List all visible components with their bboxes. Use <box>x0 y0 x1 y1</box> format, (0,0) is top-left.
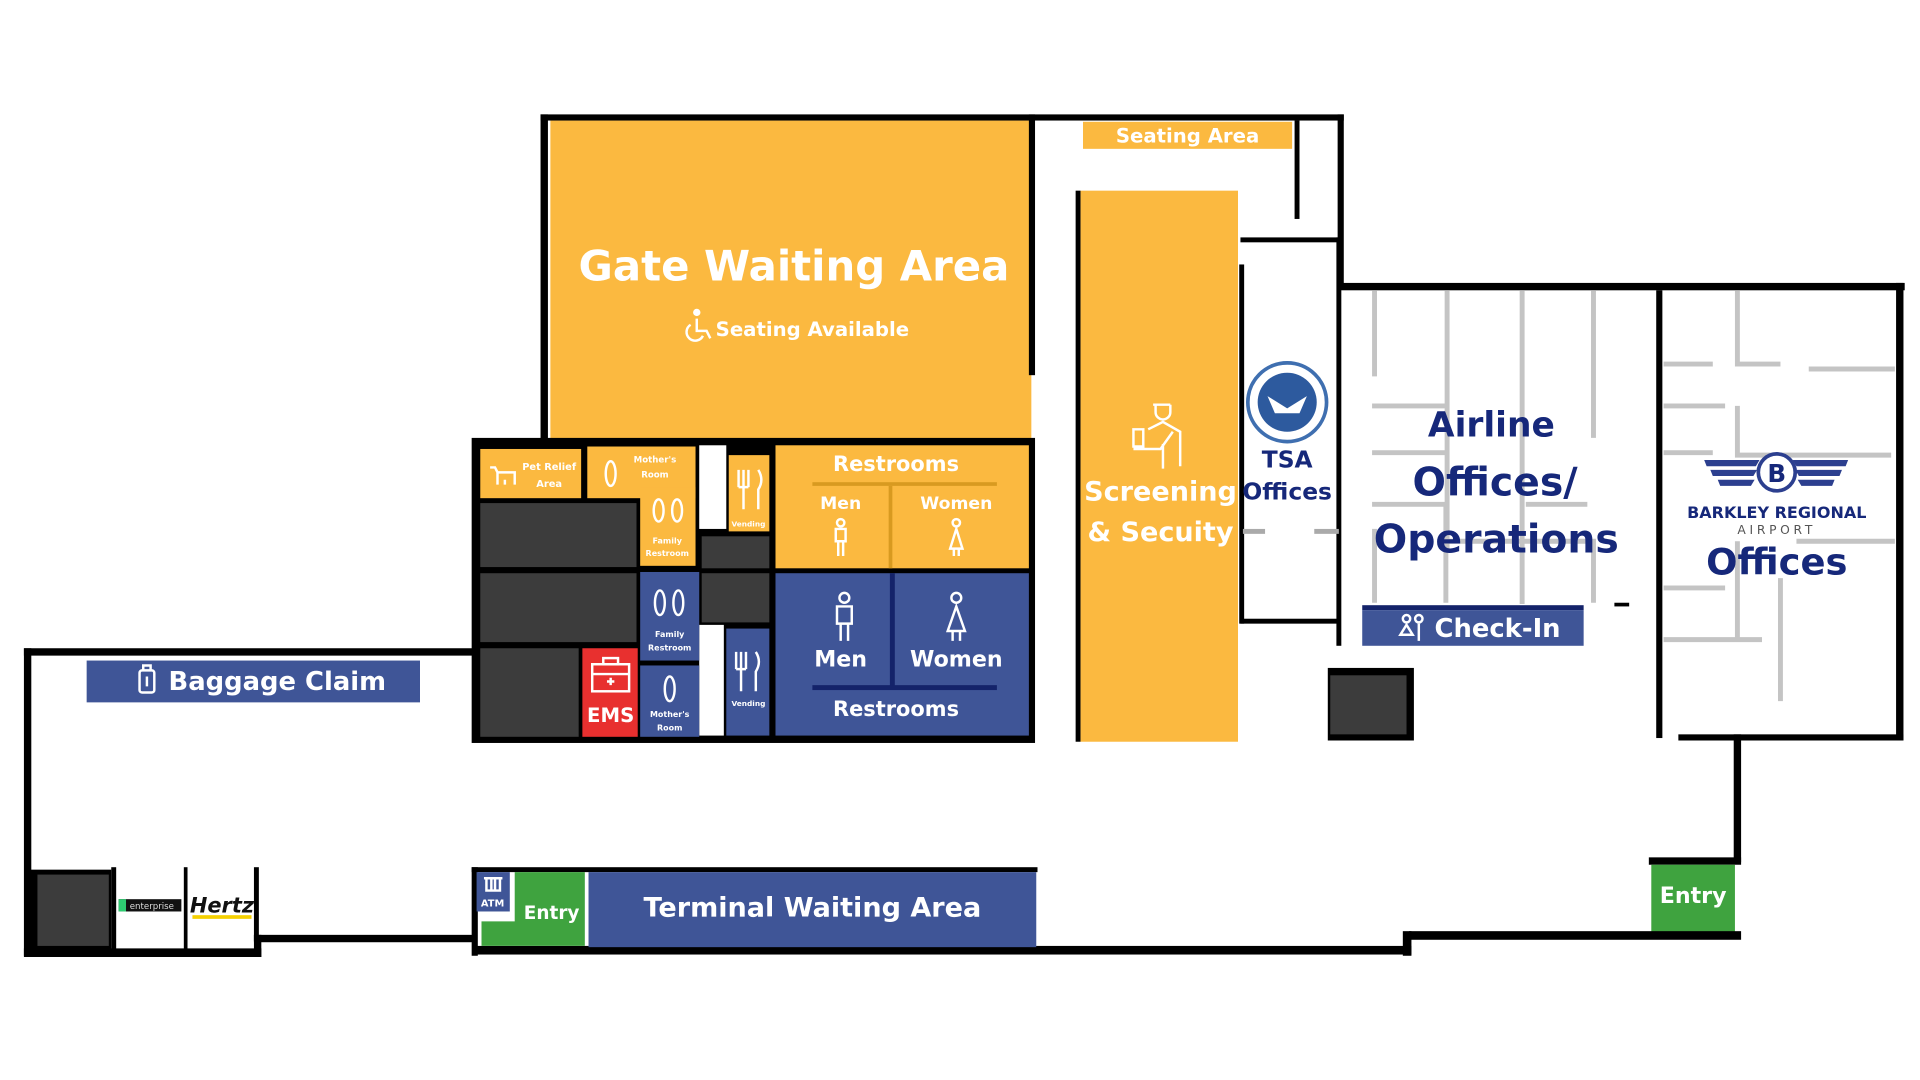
dog-icon <box>490 466 516 485</box>
mothers-room-bottom[interactable]: Mother's Room <box>640 665 700 737</box>
pet-relief-area[interactable]: Pet Relief Area <box>480 448 582 499</box>
restrooms-bottom-title: Restrooms <box>833 697 959 721</box>
family-restroom-bottom-line1: Family <box>655 630 685 639</box>
vending-bottom[interactable]: Vending <box>726 628 770 736</box>
tsa-offices[interactable]: TSA Offices <box>1239 237 1342 646</box>
rental-hertz[interactable]: Hertz <box>190 894 255 919</box>
storage-room <box>480 648 579 737</box>
screening-label-line2: & Secuity <box>1088 517 1234 548</box>
wheelchair-seat-icon <box>685 308 712 342</box>
vending-top[interactable]: Vending <box>728 455 770 532</box>
woman-icon <box>604 460 617 488</box>
vending-bottom-label: Vending <box>731 699 765 708</box>
man-icon <box>834 517 847 556</box>
people-icon <box>1398 613 1424 641</box>
ems-room[interactable]: EMS <box>582 648 638 737</box>
first-aid-kit-icon <box>590 656 631 693</box>
dhs-seal-icon <box>1245 361 1329 444</box>
entry-right[interactable]: Entry <box>1648 857 1742 933</box>
atm-icon <box>483 877 503 892</box>
entry-left[interactable]: Entry <box>481 872 585 946</box>
entry-right-label: Entry <box>1660 883 1727 909</box>
family-icon <box>652 498 684 523</box>
gate-waiting-subtitle: Seating Available <box>716 318 909 341</box>
check-in-label: Check-In <box>1435 614 1561 644</box>
family-restroom-bottom-line2: Restroom <box>648 644 691 653</box>
barkley-airport-logo: B BARKLEY REGIONAL AIRPORT <box>1687 452 1866 537</box>
restrooms-top[interactable]: Restrooms Men Women <box>775 445 1029 569</box>
ems-label: EMS <box>587 704 634 727</box>
storage-room <box>701 573 770 623</box>
security-officer-icon <box>1132 403 1182 469</box>
woman-icon <box>945 591 967 641</box>
airline-label-line1: Airline <box>1428 406 1555 446</box>
gate-waiting-area[interactable]: Gate Waiting Area Seating Available <box>550 120 1032 443</box>
screening-label-line1: Screening <box>1084 477 1237 508</box>
family-restroom-top-line2: Restroom <box>646 549 689 558</box>
restrooms-bottom-women: Women <box>910 647 1003 673</box>
restrooms-bottom[interactable]: Men Women Restrooms <box>775 573 1029 736</box>
atm-label: ATM <box>481 899 504 910</box>
pet-relief-line1: Pet Relief <box>522 462 577 473</box>
restrooms-top-men: Men <box>820 494 861 514</box>
airline-label-line2: Offices/ <box>1412 460 1578 506</box>
storage-room <box>701 536 770 569</box>
screening-security-area[interactable]: Screening & Secuity <box>1080 190 1238 742</box>
restrooms-bottom-men: Men <box>814 647 867 673</box>
woman-icon <box>948 517 965 556</box>
mothers-room-top-line2: Room <box>641 470 668 480</box>
airline-label-line3: Operations <box>1374 516 1619 562</box>
terminal-waiting-area[interactable]: Terminal Waiting Area <box>588 872 1037 948</box>
terminal-waiting-label: Terminal Waiting Area <box>644 892 982 923</box>
restrooms-top-title: Restrooms <box>833 452 959 476</box>
rental-enterprise[interactable]: enterprise <box>118 899 182 912</box>
mothers-room-bottom-line2: Room <box>657 724 682 733</box>
mothers-room-bottom-line1: Mother's <box>650 710 690 719</box>
restrooms-top-women: Women <box>920 494 992 514</box>
hertz-logo: Hertz <box>190 894 255 918</box>
baggage-claim-label: Baggage Claim <box>169 667 387 697</box>
check-in-counter[interactable]: Check-In <box>1362 605 1584 646</box>
logo-letter: B <box>1767 459 1786 488</box>
entry-left-label: Entry <box>524 903 580 924</box>
airline-offices[interactable]: Airline Offices/ Operations <box>1372 290 1619 604</box>
baggage-claim[interactable]: Baggage Claim <box>86 660 420 703</box>
seating-area[interactable]: Seating Area <box>1083 121 1293 149</box>
atm[interactable]: ATM <box>476 872 510 912</box>
logo-line1: BARKLEY REGIONAL <box>1687 503 1866 522</box>
family-restroom-bottom[interactable]: Family Restroom <box>640 571 700 661</box>
pet-relief-line2: Area <box>536 479 562 490</box>
vending-top-label: Vending <box>731 519 765 528</box>
enterprise-logo: enterprise <box>130 902 174 912</box>
barkley-offices[interactable]: B BARKLEY REGIONAL AIRPORT Offices <box>1663 290 1895 702</box>
gate-waiting-title: Gate Waiting Area <box>579 241 1010 290</box>
tsa-label-line1: TSA <box>1262 445 1313 473</box>
storage-room <box>480 503 637 568</box>
logo-line2: AIRPORT <box>1737 523 1816 537</box>
mothers-room-top-line1: Mother's <box>634 456 677 466</box>
fork-knife-icon <box>737 469 763 510</box>
family-restroom-top-line1: Family <box>653 537 683 546</box>
seating-area-label: Seating Area <box>1116 125 1259 148</box>
storage-room <box>480 573 637 643</box>
man-icon <box>835 591 853 641</box>
luggage-icon <box>138 664 156 694</box>
tsa-label-line2: Offices <box>1242 477 1332 505</box>
barkley-offices-label: Offices <box>1706 540 1847 583</box>
family-restroom-top[interactable]: Family Restroom <box>640 487 696 566</box>
